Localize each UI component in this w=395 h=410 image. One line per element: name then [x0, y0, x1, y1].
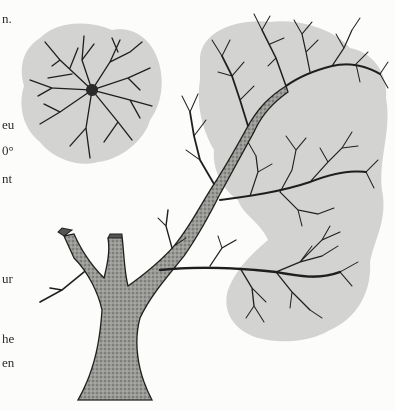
top-view-trunk: [86, 84, 98, 96]
right-stub: [108, 234, 122, 238]
left-branch: [40, 272, 84, 302]
